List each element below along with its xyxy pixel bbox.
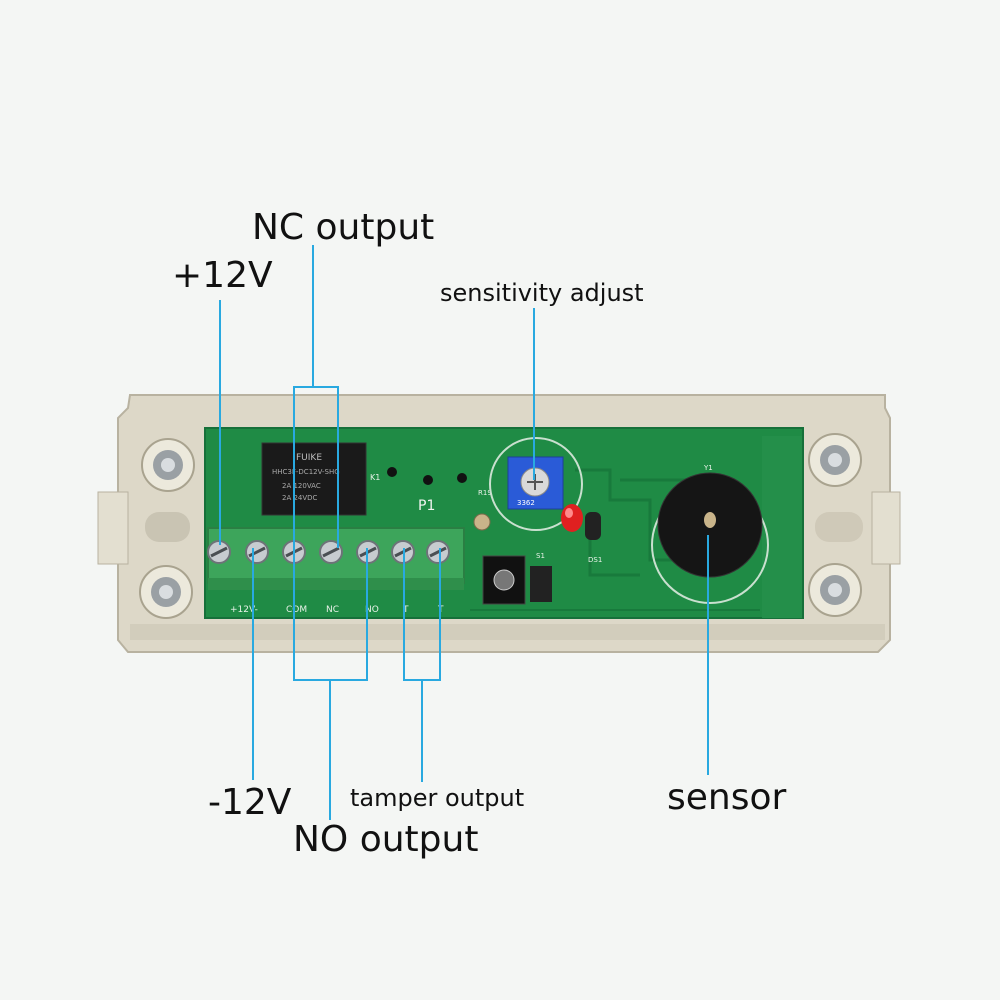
terminal-label-t1: T [402, 605, 409, 615]
corner-screw-top-right [808, 433, 862, 487]
component-dot [423, 475, 433, 485]
relay-rating-2: 2A 24VDC [282, 494, 318, 502]
component-dot [387, 467, 397, 477]
terminal-screw [319, 540, 343, 564]
label-plus-12v: +12V [172, 255, 273, 296]
relay-brand: FUIKE [296, 453, 322, 463]
relay: FUIKE HHC3F-DC12V-SHG 2A 120VAC 2A 24VDC… [261, 442, 380, 516]
label-tamper-output: tamper output [350, 784, 525, 812]
corner-screw-top-left [141, 438, 195, 492]
r19-label: R19 [478, 489, 492, 497]
terminal-screw [245, 540, 269, 564]
terminal-label-com: COM [286, 605, 307, 615]
relay-model: HHC3F-DC12V-SHG [272, 468, 340, 476]
p1-label: P1 [418, 498, 435, 514]
corner-screw-bottom-right [808, 563, 862, 617]
ds1-label: DS1 [588, 556, 602, 564]
leader-lines [219, 245, 709, 820]
led [561, 504, 601, 540]
s1-label: S1 [536, 552, 545, 560]
trimmer-screw [473, 513, 491, 531]
tamper-switch [482, 555, 552, 605]
label-nc-output: NC output [252, 207, 435, 248]
sensitivity-potentiometer: 3362 [489, 437, 583, 531]
terminal-screw [207, 540, 231, 564]
relay-ref: K1 [370, 473, 380, 482]
component-dot [457, 473, 467, 483]
terminal-label-nc: NC [326, 605, 339, 615]
label-no-output: NO output [293, 819, 479, 860]
leader-nc-bracket [293, 386, 339, 548]
pot-code: 3362 [517, 499, 535, 507]
label-sensor: sensor [667, 777, 787, 818]
y1-label: Y1 [703, 464, 713, 472]
label-minus-12v: -12V [208, 782, 292, 823]
buzzer-sensor [651, 472, 769, 604]
terminal-label-no: NO [365, 605, 379, 615]
label-sensitivity-adjust: sensitivity adjust [440, 279, 644, 307]
terminal-label-12v: +12V- [230, 605, 258, 615]
terminal-screw [426, 540, 450, 564]
corner-screw-bottom-left [139, 565, 193, 619]
relay-rating-1: 2A 120VAC [282, 482, 321, 490]
